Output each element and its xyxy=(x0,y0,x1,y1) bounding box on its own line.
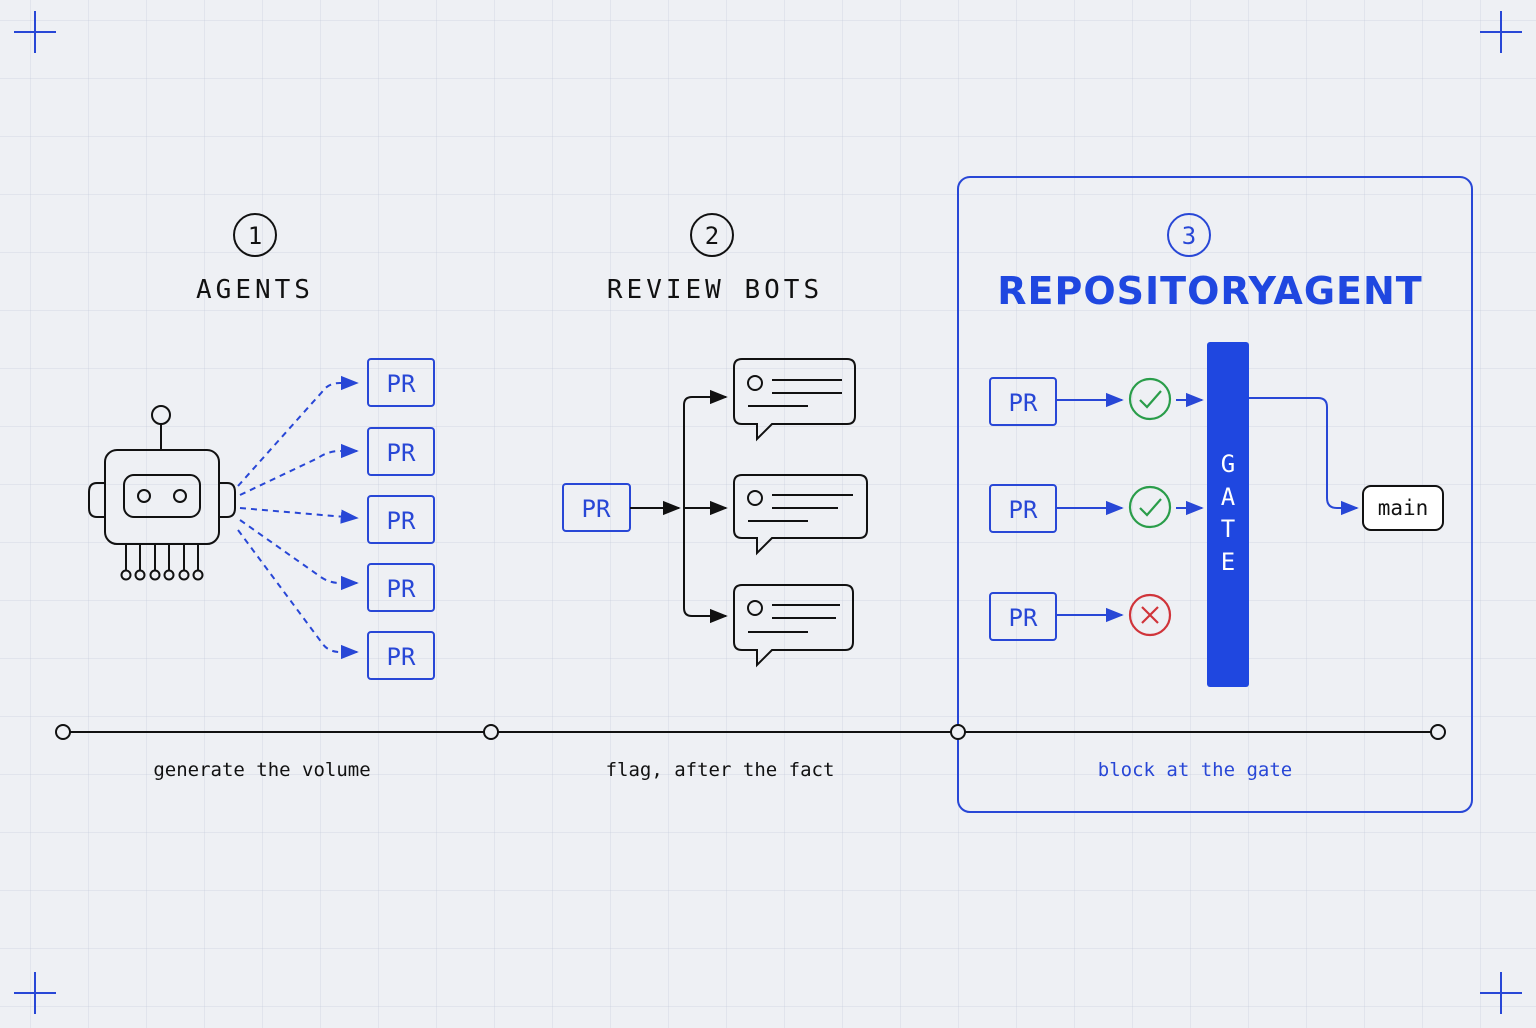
timeline-node xyxy=(950,724,966,740)
pr-box: PR xyxy=(367,563,435,612)
gate-letter: T xyxy=(1221,515,1235,543)
stage-3-title: REPOSITORYAGENT xyxy=(997,269,1422,313)
svg-text:PR: PR xyxy=(1009,604,1038,632)
timeline: generate the volume flag, after the fact… xyxy=(55,724,1446,781)
stage-1-number-badge xyxy=(233,213,277,257)
stage-review-bots: 2 REVIEW BOTS PR xyxy=(562,213,868,668)
gate-letter: E xyxy=(1221,548,1235,576)
corner-marks xyxy=(14,11,1522,1014)
svg-text:PR: PR xyxy=(387,439,416,467)
timeline-node xyxy=(483,724,499,740)
stage-2-title: REVIEW BOTS xyxy=(607,275,823,305)
speech-bubble-icon xyxy=(733,584,854,668)
agent-fanout-arrows xyxy=(237,375,359,660)
svg-text:PR: PR xyxy=(387,575,416,603)
svg-text:PR: PR xyxy=(387,643,416,671)
x-circle-icon xyxy=(1128,593,1172,637)
check-circle-icon xyxy=(1128,485,1172,529)
stage-3-number: 3 xyxy=(1182,222,1196,250)
pr-box: PR xyxy=(367,358,435,407)
stage-2-number-badge xyxy=(690,213,734,257)
stage-2-number: 2 xyxy=(705,222,719,250)
gate-letter: G xyxy=(1221,450,1235,478)
gate-arrows xyxy=(1056,392,1359,623)
svg-text:PR: PR xyxy=(1009,496,1038,524)
gate-bar: G A T E xyxy=(1207,342,1249,687)
svg-text:PR: PR xyxy=(582,495,611,523)
stage-1-title: AGENTS xyxy=(196,275,314,305)
robot-icon xyxy=(88,405,236,581)
pr-box: PR xyxy=(367,495,435,544)
timeline-node xyxy=(1430,724,1446,740)
stage-1-caption: generate the volume xyxy=(153,759,370,781)
stage-agents: 1 AGENTS xyxy=(88,213,435,680)
speech-bubble-icon xyxy=(733,358,856,442)
speech-bubble-icon xyxy=(733,474,868,556)
stage-3-caption: block at the gate xyxy=(1098,759,1292,781)
gate-letter: A xyxy=(1221,483,1236,511)
stage-3-number-badge xyxy=(1167,213,1211,257)
svg-text:PR: PR xyxy=(387,507,416,535)
pr-box: PR xyxy=(367,427,435,476)
main-branch-label: main xyxy=(1378,496,1429,520)
timeline-node xyxy=(55,724,71,740)
pr-box: PR xyxy=(989,484,1057,533)
svg-text:PR: PR xyxy=(387,370,416,398)
agent-pr-list: PR PR PR PR PR xyxy=(367,358,435,680)
pr-box: PR xyxy=(562,483,631,532)
stage-1-number: 1 xyxy=(248,222,262,250)
review-branch-arrows xyxy=(630,389,728,624)
check-circle-icon xyxy=(1128,377,1172,421)
stage-2-caption: flag, after the fact xyxy=(606,759,835,781)
stage-3-frame xyxy=(957,176,1473,813)
pr-box: PR xyxy=(367,631,435,680)
main-branch-box: main xyxy=(1362,485,1444,531)
svg-text:PR: PR xyxy=(1009,389,1038,417)
stage-repository-agent: 3 REPOSITORYAGENT PR PR PR xyxy=(989,213,1444,687)
pr-box: PR xyxy=(989,377,1057,426)
pr-box: PR xyxy=(989,592,1057,641)
